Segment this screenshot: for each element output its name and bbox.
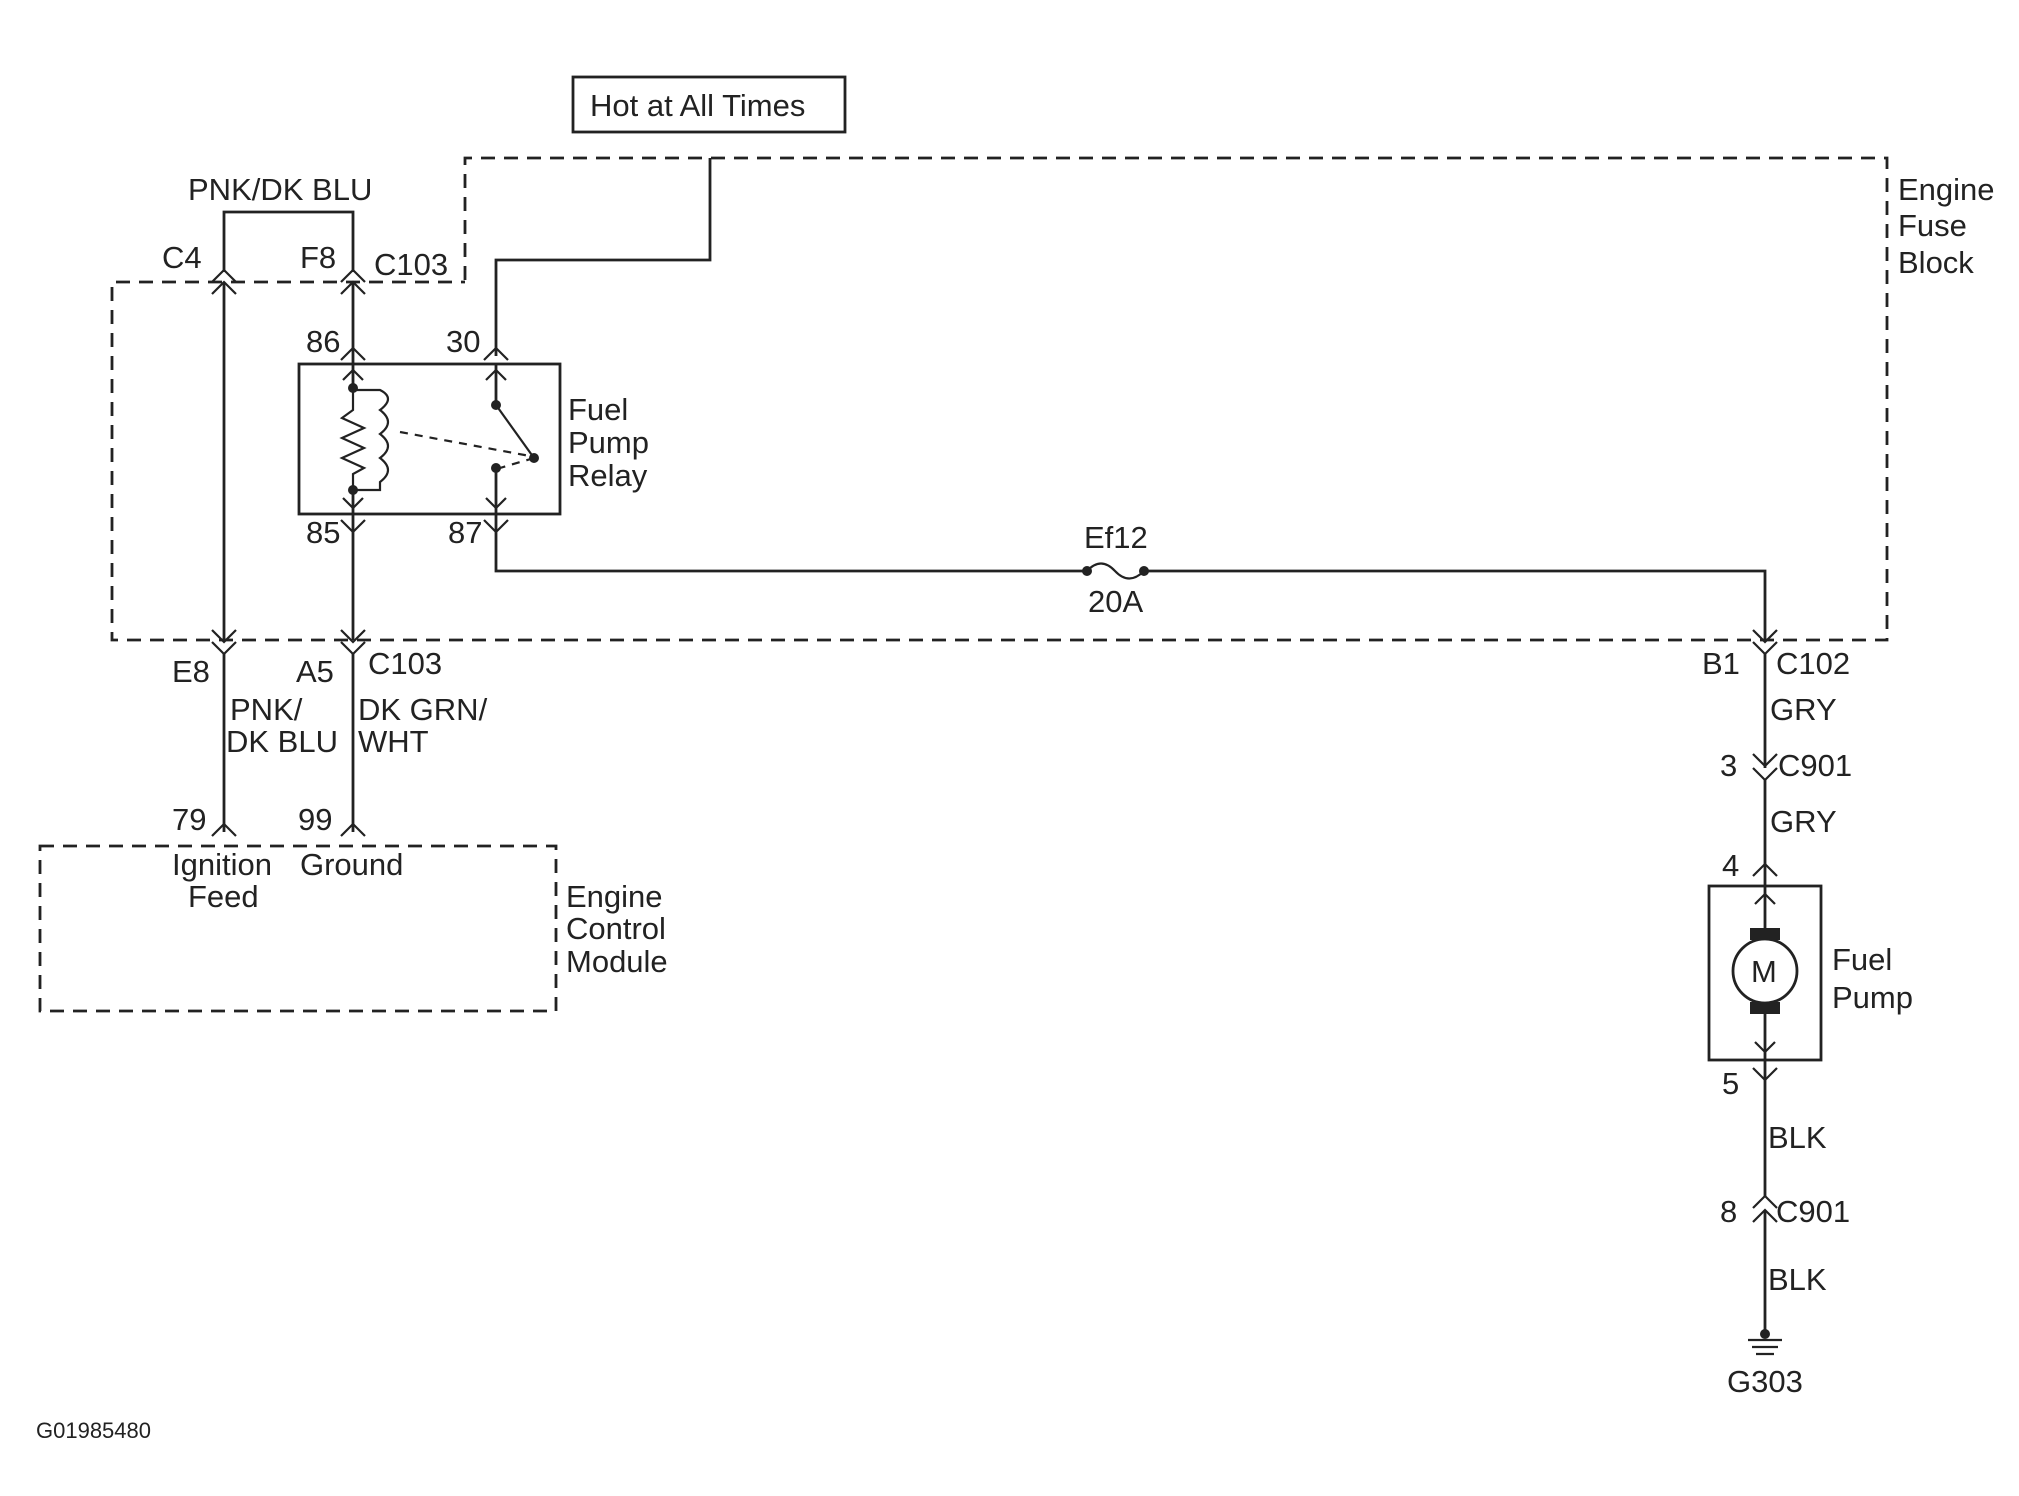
fuel-pump-relay-label: Fuel Pump Relay	[568, 392, 649, 493]
pin-c4-label: C4	[162, 240, 202, 275]
ground-pin-label: Ground	[300, 847, 403, 882]
svg-text:Fuel: Fuel	[568, 392, 628, 427]
pin-4-label: 4	[1722, 848, 1739, 883]
wire-dkgrn-wht-label: DK GRN/ WHT	[358, 692, 488, 759]
pin-99-label: 99	[298, 802, 332, 837]
svg-text:Engine: Engine	[566, 879, 663, 914]
ignition-feed-label: Ignition Feed	[172, 847, 272, 914]
fuel-pump: M	[1707, 884, 1823, 1062]
pin-30-label: 30	[446, 324, 480, 359]
svg-text:Control: Control	[566, 911, 666, 946]
ground-g303-label: G303	[1727, 1364, 1803, 1399]
engine-fuse-block-outline	[110, 156, 1889, 642]
svg-text:Feed: Feed	[188, 879, 259, 914]
fuse-name-label: Ef12	[1084, 520, 1148, 555]
hot-at-all-times-label: Hot at All Times	[590, 88, 805, 123]
svg-text:Ignition: Ignition	[172, 847, 272, 882]
wire-fuse-to-b1	[1144, 569, 1767, 640]
battery-feed-wire	[494, 158, 712, 356]
wire-blk-1-label: BLK	[1768, 1120, 1827, 1155]
connector-99	[340, 822, 366, 837]
wire-gry-2-label: GRY	[1770, 804, 1837, 839]
svg-text:Fuse: Fuse	[1898, 208, 1967, 243]
svg-text:Module: Module	[566, 944, 668, 979]
pin-a5-label: A5	[296, 654, 334, 689]
svg-text:Engine: Engine	[1898, 172, 1995, 207]
svg-text:Fuel: Fuel	[1832, 942, 1892, 977]
fuel-pump-label: Fuel Pump	[1832, 942, 1913, 1015]
engine-fuse-block-label: Engine Fuse Block	[1898, 172, 1995, 280]
pin-85-label: 85	[306, 515, 340, 550]
svg-text:Pump: Pump	[568, 425, 649, 460]
svg-text:Pump: Pump	[1832, 980, 1913, 1015]
connector-c103-bottom-label: C103	[368, 646, 442, 681]
fuse-ef12	[1082, 562, 1149, 580]
svg-text:WHT: WHT	[358, 724, 429, 759]
pin-b1-label: B1	[1702, 646, 1740, 681]
wire-pnk-dkblu-top	[222, 210, 355, 272]
pin-79-label: 79	[172, 802, 206, 837]
svg-text:PNK/: PNK/	[230, 692, 303, 727]
pin-5-label: 5	[1722, 1066, 1739, 1101]
connector-79	[211, 822, 237, 837]
relay-resistor	[339, 388, 367, 490]
relay-actuator-link	[399, 430, 531, 458]
pin-87-label: 87	[448, 515, 482, 550]
connector-c901-bottom-label: C901	[1776, 1194, 1850, 1229]
svg-text:Block: Block	[1898, 245, 1974, 280]
connector-4	[1752, 862, 1778, 877]
hot-at-all-times-box: Hot at All Times	[571, 75, 847, 134]
motor-symbol	[1731, 937, 1799, 1005]
connector-c103-top-label: C103	[374, 247, 448, 282]
connector-c901-top-label: C901	[1778, 748, 1852, 783]
relay-switch-link	[499, 456, 535, 470]
wire-pnk-dkblu-top-label: PNK/DK BLU	[188, 172, 372, 207]
connector-86	[340, 346, 366, 361]
engine-control-module-label: Engine Control Module	[566, 879, 668, 979]
connector-c102-label: C102	[1776, 646, 1850, 681]
engine-control-module-outline	[38, 844, 558, 1013]
figure-code: G01985480	[36, 1418, 151, 1443]
svg-text:DK GRN/: DK GRN/	[358, 692, 488, 727]
pin-86-label: 86	[306, 324, 340, 359]
fuel-pump-relay	[297, 362, 562, 516]
fuse-rating-label: 20A	[1088, 584, 1143, 619]
motor-symbol-label: M	[1751, 954, 1777, 989]
wire-blk-2-label: BLK	[1768, 1262, 1827, 1297]
wire-87-to-fuse	[494, 514, 1087, 573]
relay-coil	[353, 388, 390, 492]
connector-30	[483, 346, 509, 361]
pin-3-label: 3	[1720, 748, 1737, 783]
svg-text:Relay: Relay	[568, 458, 648, 493]
pin-8-label: 8	[1720, 1194, 1737, 1229]
wire-gry-1-label: GRY	[1770, 692, 1837, 727]
svg-text:DK BLU: DK BLU	[226, 724, 338, 759]
relay-switch-contact	[495, 404, 535, 459]
ground-symbol-g303	[1748, 1329, 1782, 1356]
pin-f8-label: F8	[300, 240, 336, 275]
pin-e8-label: E8	[172, 654, 210, 689]
wire-pnk-dkblu-bottom-label: PNK/ DK BLU	[226, 692, 338, 759]
